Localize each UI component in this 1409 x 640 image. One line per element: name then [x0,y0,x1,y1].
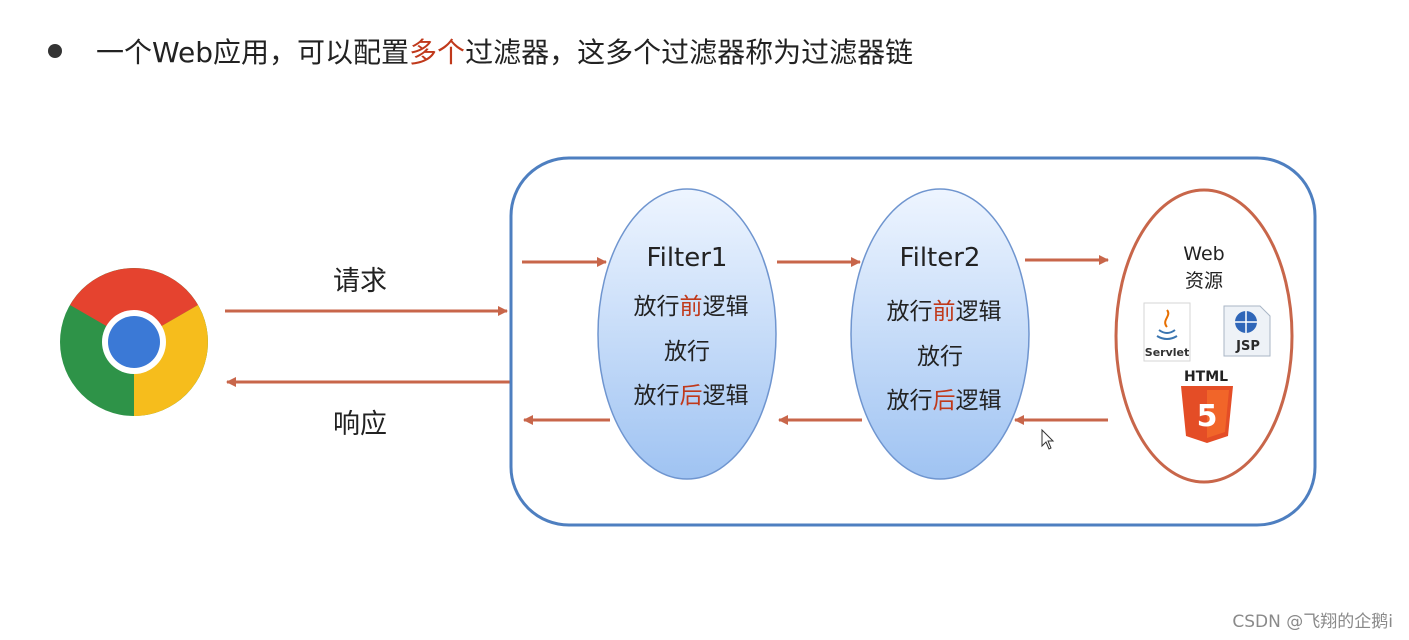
heading: 一个Web应用，可以配置多个过滤器，这多个过滤器称为过滤器链 [48,30,913,76]
filter2-pass: 放行 [917,344,963,370]
web-resource-title-line2: 资源 [1185,270,1223,292]
html5-icon: HTML 5 [1181,369,1233,443]
chrome-browser-icon [60,268,208,416]
filter1-pass: 放行 [664,339,710,365]
filter2-title: Filter2 [900,243,981,273]
filter1-node: Filter1 放行前逻辑 放行 放行后逻辑 [597,188,777,480]
filter2-node: Filter2 放行前逻辑 放行 放行后逻辑 [850,188,1030,480]
heading-text-prefix: 一个Web应用，可以配置 [96,36,410,69]
jsp-label: JSP [1235,339,1260,354]
html5-badge: 5 [1197,399,1218,434]
filter1-post-logic: 放行后逻辑 [634,383,749,409]
bullet-icon [48,44,62,58]
html-label: HTML [1184,369,1228,385]
web-resource-node: Web 资源 Servlet JSP HTML 5 [1114,188,1294,484]
filter1-title: Filter1 [647,243,728,273]
response-label: 响应 [333,409,387,440]
mouse-cursor-icon [1041,428,1055,450]
request-label: 请求 [333,266,387,297]
filter1-pre-logic: 放行前逻辑 [634,294,749,320]
heading-text-suffix: 过滤器，这多个过滤器称为过滤器链 [465,36,914,69]
web-resource-title-line1: Web [1183,243,1224,265]
heading-text-highlight: 多个 [409,36,466,69]
watermark: CSDN @飞翔的企鹅i [1232,612,1393,632]
filter2-pre-logic: 放行前逻辑 [887,299,1002,325]
filter2-post-logic: 放行后逻辑 [887,388,1002,414]
jsp-file-icon: JSP [1223,305,1271,357]
servlet-label: Servlet [1145,346,1189,359]
servlet-java-icon: Servlet [1143,302,1191,362]
web-app-container [509,156,1317,527]
